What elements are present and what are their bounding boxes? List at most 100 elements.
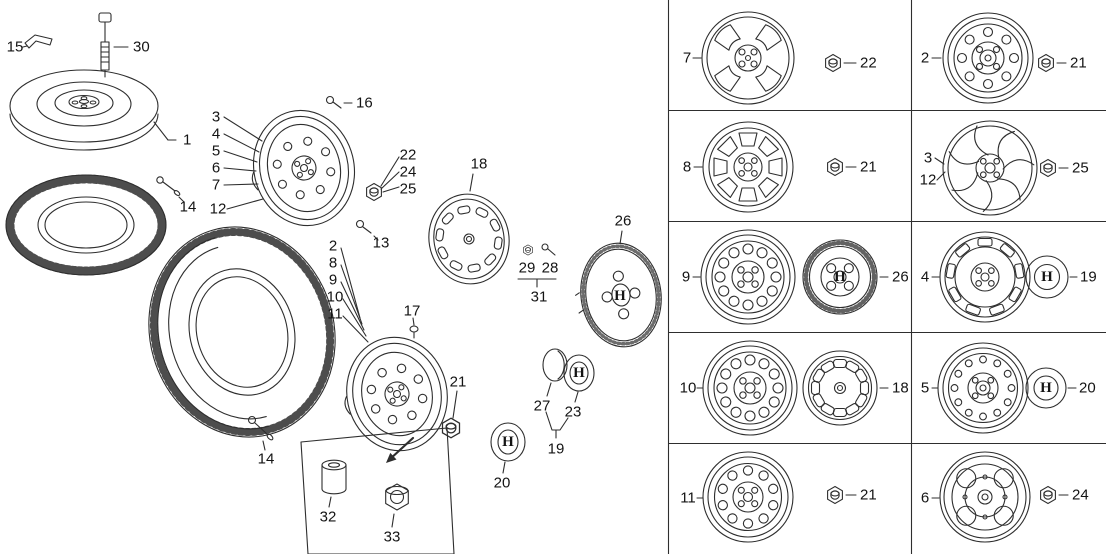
tire — [148, 226, 336, 438]
center-cap-27-part — [542, 348, 568, 397]
nut-21-icon — [1038, 53, 1054, 73]
spare-tire — [5, 174, 167, 276]
grid-part-22-label: 22 — [860, 55, 877, 72]
callout-19: 19 — [548, 441, 565, 458]
rim-valve-part — [325, 95, 353, 109]
callout-5: 5 — [212, 143, 220, 160]
grid-cell-r5c2: 6 24 — [921, 451, 1089, 543]
grid-part-26-label: 26 — [892, 269, 909, 286]
callout-6: 6 — [212, 160, 220, 177]
nut-25-icon — [1040, 158, 1056, 178]
nut-24-icon — [1040, 485, 1056, 505]
detail-box — [300, 427, 455, 554]
wheel-6-steel-4-holes — [939, 451, 1031, 543]
callout-25: 25 — [400, 181, 417, 198]
lug-nut-32-part — [321, 459, 347, 508]
tire-valve-part-lower — [247, 415, 274, 451]
steel-wheel-lower-leaders — [340, 247, 369, 343]
callout-24: 24 — [400, 164, 417, 181]
grid-cell-r1c1: 7 22 — [683, 11, 877, 105]
valve-28-part — [541, 243, 556, 256]
wheel-trim-26-grid — [802, 239, 878, 315]
grid-wheel-7-label: 7 — [683, 50, 691, 67]
hex-nut-33-part — [385, 483, 409, 528]
grid-cell-r2c2: 3 12 25 — [920, 120, 1089, 216]
callout-1: 1 — [183, 132, 191, 149]
callout-2: 2 — [329, 238, 337, 255]
grid-part-20-label: 20 — [1079, 380, 1096, 397]
wheel-nut-part-alt — [366, 182, 382, 202]
nut-21-icon — [827, 485, 843, 505]
nut-alt-leaders — [380, 156, 400, 193]
wheel-4-alloy-slots — [939, 231, 1031, 323]
balance-weight-part — [22, 34, 53, 49]
hub-cap-clip-part — [409, 317, 419, 339]
callout-26: 26 — [615, 213, 632, 230]
callout-23: 23 — [565, 404, 582, 421]
grid-wheel-3-label: 3 — [924, 150, 932, 167]
spare-wheel-leader — [153, 121, 177, 141]
grid-wheel-2-label: 2 — [921, 50, 929, 67]
center-cap-23-part — [563, 354, 595, 403]
callout-4: 4 — [212, 126, 220, 143]
steel-wheel-upper — [251, 109, 356, 227]
grid-part-25-label: 25 — [1072, 160, 1089, 177]
tire-valve-part-upper — [156, 176, 185, 203]
callout-13: 13 — [373, 235, 390, 252]
callout-27: 27 — [534, 398, 551, 415]
wheel-grid: 7 22 2 — [680, 11, 1097, 543]
callout-16: 16 — [356, 95, 373, 112]
callout-30: 30 — [133, 39, 150, 56]
wheel-8-steel-vents — [702, 121, 794, 213]
grid-cell-r3c1: 9 — [682, 229, 909, 325]
wheel-2-steel — [942, 12, 1034, 104]
honda-logo-icon: H — [502, 434, 514, 450]
callout-12: 12 — [210, 201, 227, 218]
grid-part-21-label: 21 — [860, 487, 877, 504]
honda-logo-icon: H — [1041, 269, 1053, 285]
grid-cell-r2c1: 8 21 — [683, 121, 877, 213]
cover-18-leader — [469, 173, 474, 192]
grid-wheel-10-label: 10 — [680, 380, 697, 397]
callout-31: 31 — [531, 289, 548, 306]
grid-divider-lines — [667, 0, 1106, 554]
wheel-cover-18-grid — [802, 350, 878, 426]
grid-part-19-label: 19 — [1080, 269, 1097, 286]
grid-wheel-6-label: 6 — [921, 490, 929, 507]
center-cap-20-part — [490, 422, 526, 474]
exploded-diagram: H H H — [5, 12, 662, 554]
grid-part-21-label: 21 — [860, 159, 877, 176]
valve-core-part — [355, 219, 379, 241]
grid-cell-r5c1: 11 21 — [680, 451, 877, 543]
callout-22: 22 — [400, 147, 417, 164]
wheel-cover-18-exploded — [428, 193, 510, 285]
grid-wheel-11-label: 11 — [680, 490, 696, 507]
wheel-trim-26-exploded — [575, 242, 662, 348]
wheel-11-steel-holes — [702, 451, 794, 543]
spare-wheel — [9, 69, 159, 151]
valve-stem-part — [98, 12, 129, 78]
callout-28: 28 — [542, 260, 559, 277]
honda-logo-icon: H — [573, 365, 585, 381]
steel-wheel-lower — [344, 336, 448, 452]
grid-cell-r1c2: 2 21 — [921, 12, 1087, 104]
callout-3: 3 — [212, 109, 220, 126]
callout-18: 18 — [471, 156, 488, 173]
valve-nut-part — [523, 244, 533, 256]
callout-9: 9 — [329, 272, 337, 289]
wheel-10-steel-holes — [702, 340, 798, 436]
grid-wheel-9-label: 9 — [682, 269, 690, 286]
callout-15: 15 — [7, 39, 24, 56]
callout-7: 7 — [212, 177, 220, 194]
nut-21-leader — [452, 390, 458, 419]
nut-22-icon — [825, 53, 841, 73]
callout-29: 29 — [519, 260, 536, 277]
grid-cell-r4c1: 10 — [680, 340, 909, 436]
bracket-31 — [517, 278, 557, 288]
trim-26-leader — [619, 230, 623, 245]
grid-wheel-5-label: 5 — [921, 380, 929, 397]
grid-part-24-label: 24 — [1072, 487, 1089, 504]
grid-wheel-4-label: 4 — [921, 269, 929, 286]
center-cap-20-grid — [1025, 367, 1067, 409]
